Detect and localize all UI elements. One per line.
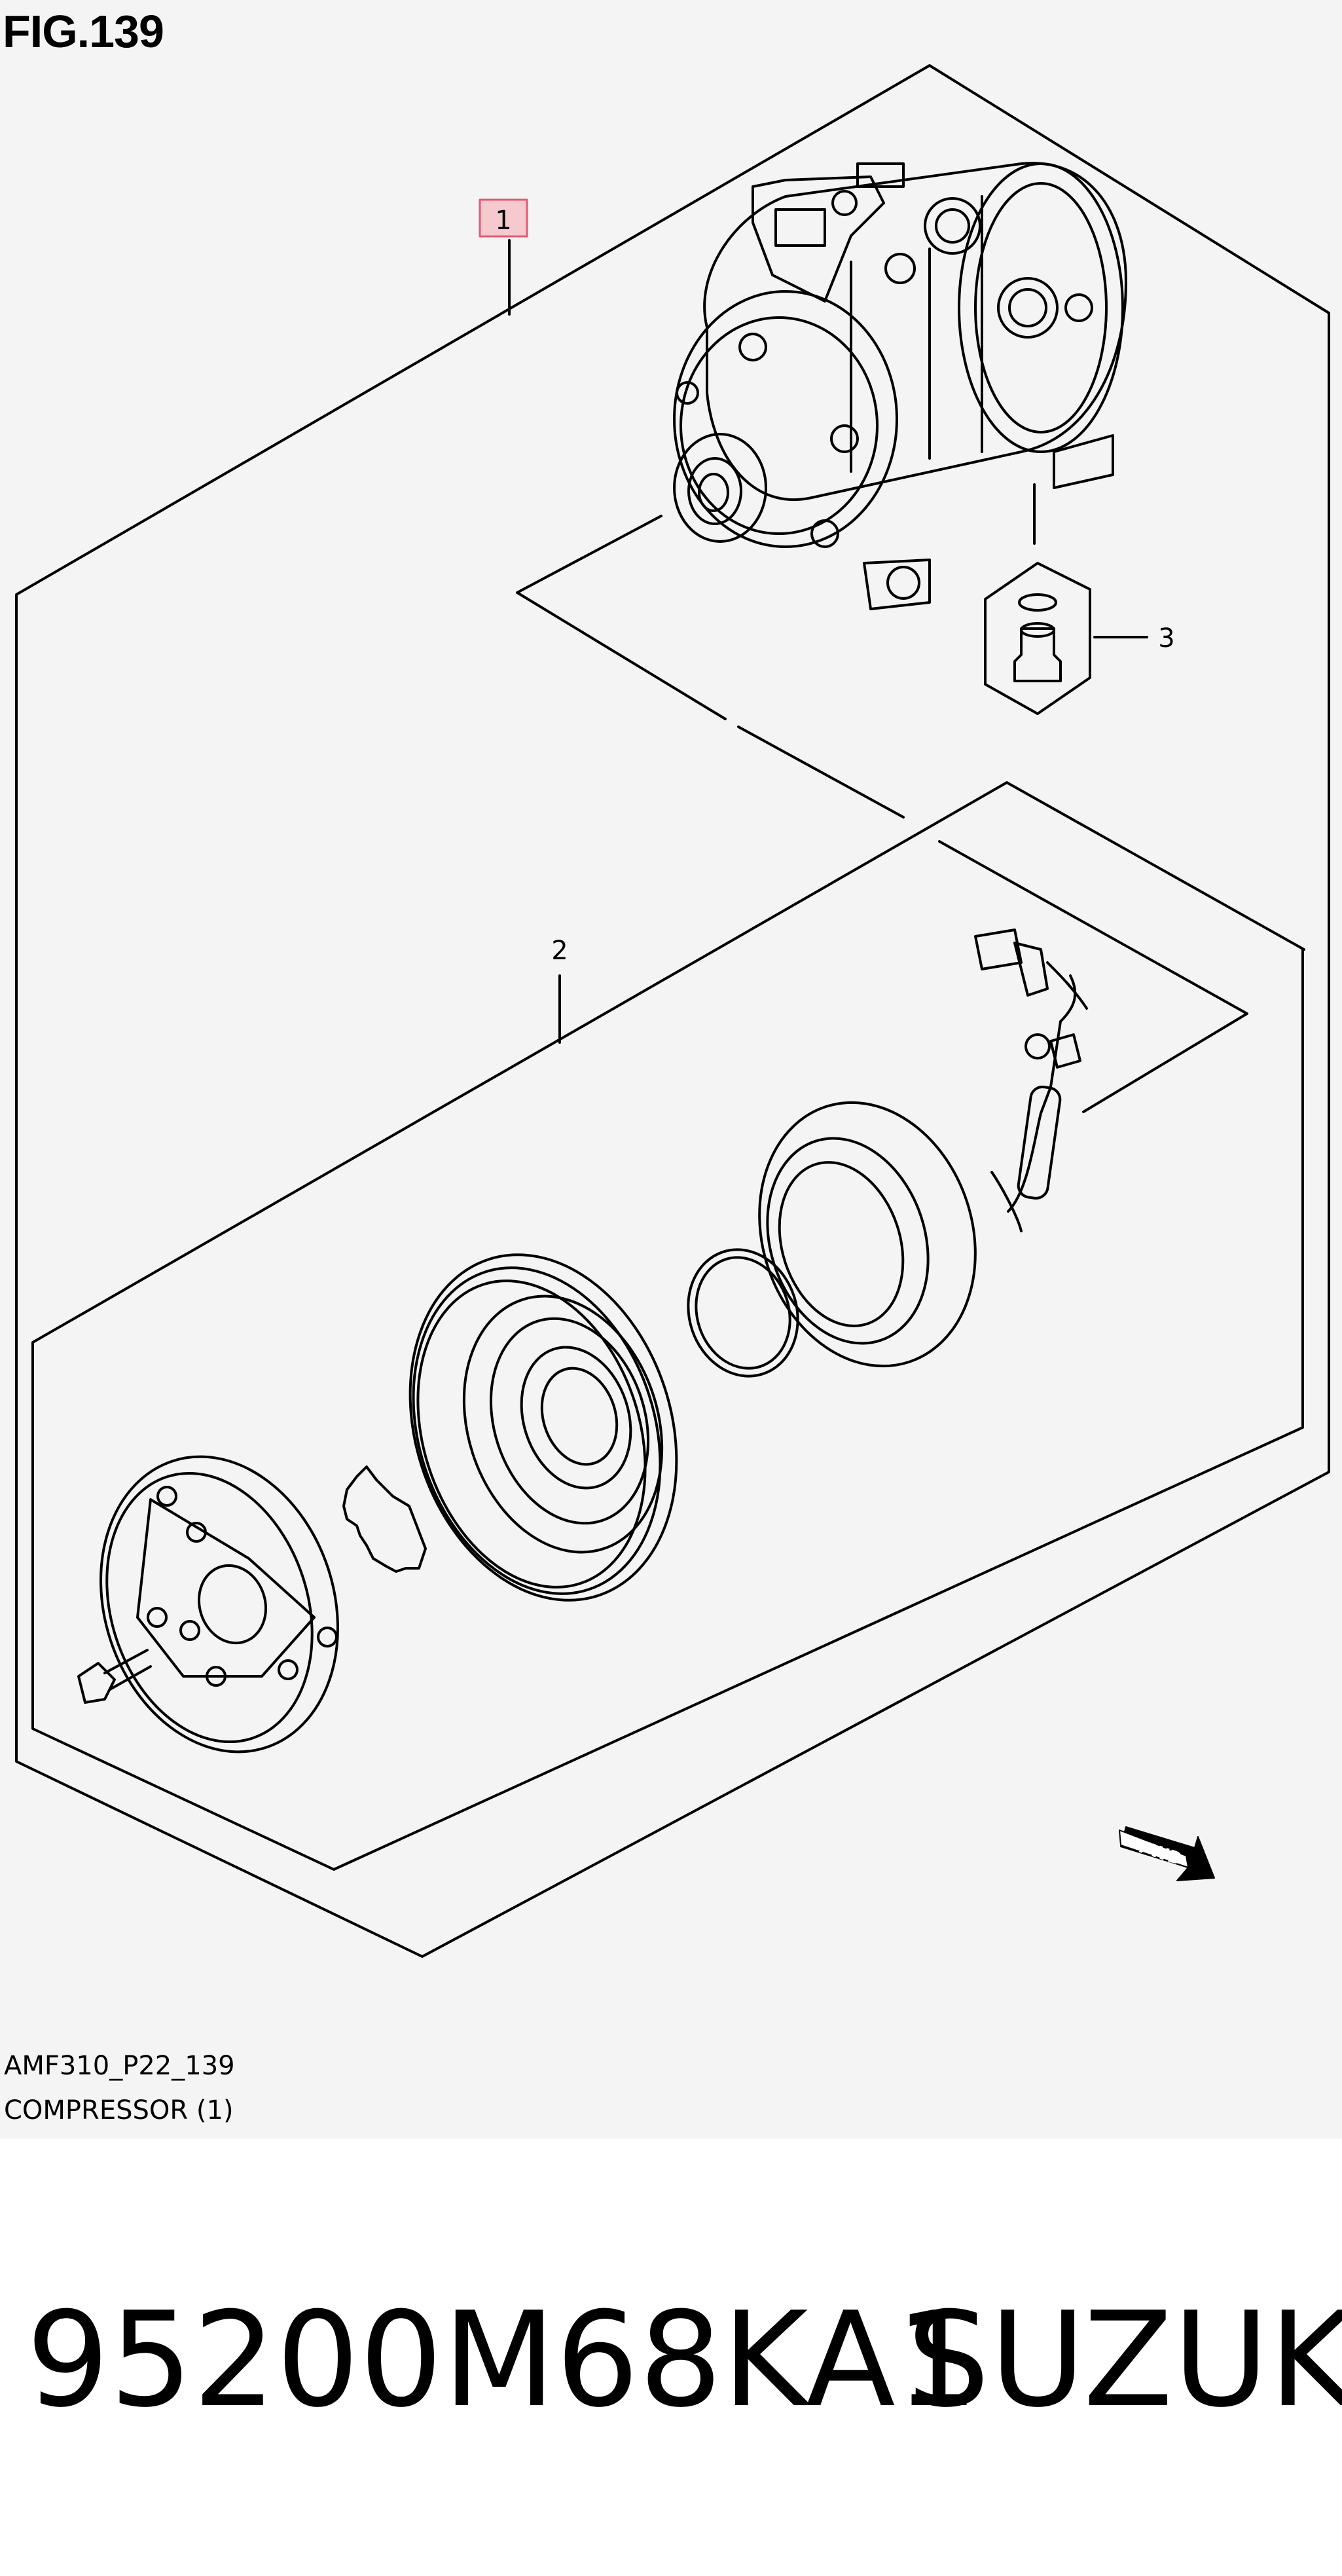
field-coil <box>758 1101 1023 1368</box>
bolt <box>77 1649 152 1704</box>
parts-diagram: 1 2 3 FWD <box>15 64 1330 1958</box>
charge-valve <box>984 562 1091 715</box>
figure-code: AMF310_P22_139 <box>4 2051 235 2081</box>
callout-1: 1 <box>495 206 511 236</box>
callout-1-highlight <box>479 198 528 238</box>
figure-title: FIG.139 <box>3 6 164 57</box>
coil-wire <box>974 929 1088 1213</box>
compressor-subframe <box>516 515 702 705</box>
callout-3: 3 <box>1158 623 1174 653</box>
clutch-kit-frame <box>31 781 1305 1871</box>
callout-2: 2 <box>551 936 568 966</box>
pulley <box>408 1253 678 1602</box>
compressor-body <box>673 162 1127 610</box>
part-number: 95200M68KA1 <box>26 2284 979 2437</box>
assembly-frame <box>15 64 1330 1958</box>
pressure-plate <box>100 1455 339 1754</box>
snap-ring <box>687 1248 799 1378</box>
subframe-dash <box>699 703 727 720</box>
subframe-dash <box>737 726 905 819</box>
clutch-kit-inner <box>938 840 1248 1113</box>
brand-name: SUZUKI <box>907 2284 1342 2437</box>
figure-name: COMPRESSOR (1) <box>4 2095 234 2125</box>
fwd-arrow-icon: FWD <box>1119 1826 1215 1881</box>
lock-washer <box>342 1465 427 1573</box>
